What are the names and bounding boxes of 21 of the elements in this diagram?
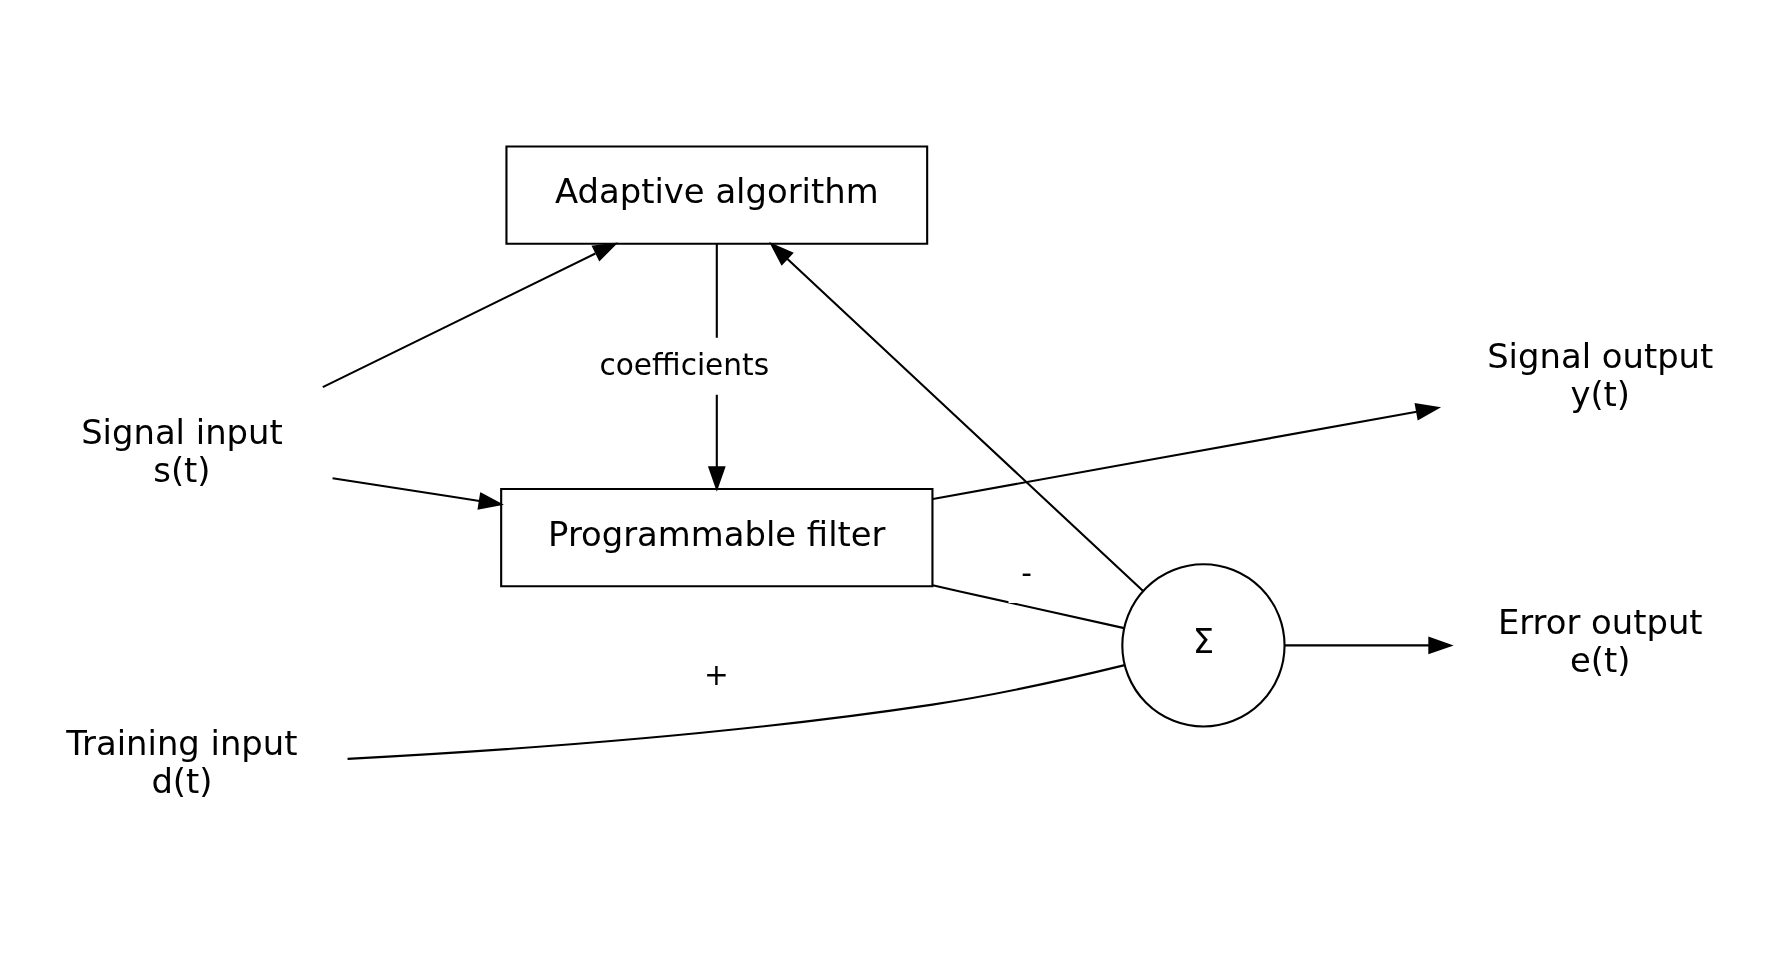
arrow (322, 242, 619, 389)
node-box: Programmable filter (500, 487, 934, 588)
node-text: Signal input (81, 413, 283, 453)
node-label: d(t) (151, 761, 213, 801)
node-text: Signal output (1487, 337, 1714, 377)
node-box: Adaptive algorithm (505, 145, 929, 245)
node-circle: Σ (1121, 563, 1286, 728)
node-label: y(t) (1570, 375, 1631, 415)
node-label: s(t) (153, 451, 211, 491)
node-text: Training input (66, 723, 298, 763)
arrow (1285, 636, 1454, 655)
edge-label: coefficients (599, 348, 770, 383)
node-label: e(t) (1570, 641, 1631, 681)
connector (932, 584, 1125, 630)
edge-label: + (704, 657, 729, 692)
arrow (932, 403, 1442, 500)
node-text: Error output (1497, 603, 1703, 643)
edge-label: - (1021, 556, 1032, 591)
arrow (769, 241, 1144, 592)
connector (347, 664, 1125, 760)
arrow (332, 477, 504, 510)
